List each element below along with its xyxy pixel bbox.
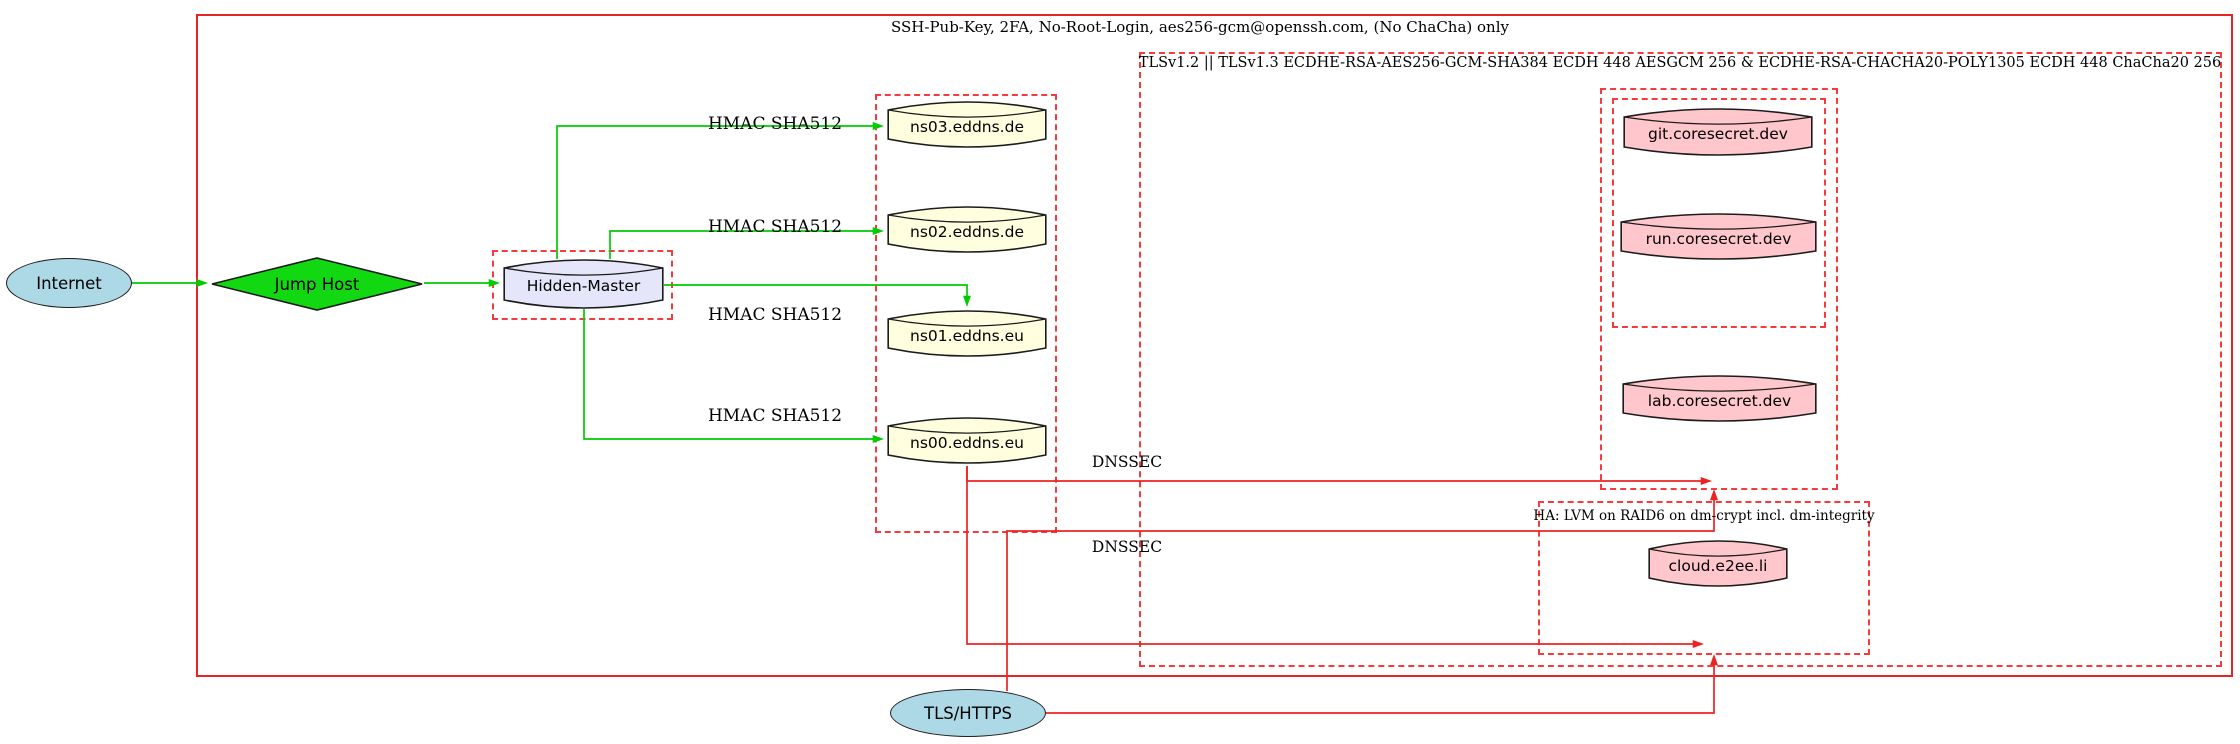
node-git-coresecret: git.coresecret.dev <box>1623 108 1813 156</box>
node-tls-https: TLS/HTTPS <box>890 689 1046 737</box>
cylinder-shape <box>1648 540 1788 587</box>
node-hidden-master-label: Hidden-Master <box>526 277 641 295</box>
node-run-coresecret-label: run.coresecret.dev <box>1645 229 1792 248</box>
cylinder-shape <box>887 310 1047 357</box>
node-jump-host-label: Jump Host <box>274 274 360 294</box>
edge-label-dnssec-1: DNSSEC <box>1091 453 1163 471</box>
node-ns02-label: ns02.eddns.de <box>910 222 1024 241</box>
cylinder-shape <box>887 206 1047 253</box>
node-ns02: ns02.eddns.de <box>887 206 1047 253</box>
edge-hiddenmaster-ns02 <box>609 227 884 259</box>
node-hidden-master: Hidden-Master <box>503 259 664 309</box>
edge-tlshttps-ha <box>1046 654 1718 714</box>
cylinder-shape <box>887 101 1047 148</box>
cluster-coresecret-inner-box <box>1612 98 1826 328</box>
node-tls-https-label: TLS/HTTPS <box>923 703 1012 723</box>
diamond-shape <box>211 257 423 311</box>
node-jump-host: Jump Host <box>210 257 424 311</box>
edge-tlshttps-coresecret <box>1006 489 1718 691</box>
cluster-ssh-label: SSH-Pub-Key, 2FA, No-Root-Login, aes256-… <box>891 18 1509 36</box>
cluster-ha-box <box>1538 501 1870 655</box>
cluster-tls-label: TLSv1.2 || TLSv1.3 ECDHE-RSA-AES256-GCM-… <box>1138 55 2222 71</box>
cylinder-shape <box>503 259 664 309</box>
edge-dnssec-ns00-coresecret <box>966 466 1712 485</box>
node-lab-coresecret-label: lab.coresecret.dev <box>1647 391 1792 410</box>
node-ns03: ns03.eddns.de <box>887 101 1047 148</box>
node-internet: Internet <box>6 258 132 308</box>
node-cloud-e2ee-label: cloud.e2ee.li <box>1668 556 1768 575</box>
node-git-coresecret-label: git.coresecret.dev <box>1648 125 1788 143</box>
node-ns03-label: ns03.eddns.de <box>910 117 1024 136</box>
node-lab-coresecret: lab.coresecret.dev <box>1622 375 1817 422</box>
node-ns01-label: ns01.eddns.eu <box>910 326 1024 345</box>
edge-label-hmac-ns00: HMAC SHA512 <box>707 406 843 426</box>
cylinder-shape <box>887 417 1047 464</box>
edge-hiddenmaster-ns01 <box>664 284 971 307</box>
edge-label-hmac-ns03: HMAC SHA512 <box>707 114 843 134</box>
cluster-coresecret-outer-box <box>1600 88 1838 490</box>
edge-label-hmac-ns02: HMAC SHA512 <box>707 217 843 237</box>
cylinder-shape <box>1620 213 1817 260</box>
edge-label-dnssec-2: DNSSEC <box>1091 538 1163 556</box>
cluster-ssh-box <box>196 14 2233 677</box>
cluster-tls-box <box>1139 52 2222 667</box>
cylinder-shape <box>1623 108 1813 156</box>
node-ns00-label: ns00.eddns.eu <box>910 433 1024 452</box>
node-run-coresecret: run.coresecret.dev <box>1620 213 1817 260</box>
cylinder-shape <box>1622 375 1817 422</box>
edge-hiddenmaster-ns03 <box>556 122 884 259</box>
edge-dnssec-ns00-ha <box>966 466 1704 648</box>
cluster-nameservers-box <box>875 94 1057 533</box>
cluster-ha-label: HA: LVM on RAID6 on dm-crypt incl. dm-in… <box>1533 508 1875 524</box>
node-ns01: ns01.eddns.eu <box>887 310 1047 357</box>
node-ns00: ns00.eddns.eu <box>887 417 1047 464</box>
node-internet-label: Internet <box>36 273 102 293</box>
edge-label-hmac-ns01: HMAC SHA512 <box>707 305 843 325</box>
edge-hiddenmaster-ns00 <box>583 309 884 443</box>
node-cloud-e2ee: cloud.e2ee.li <box>1648 540 1788 587</box>
